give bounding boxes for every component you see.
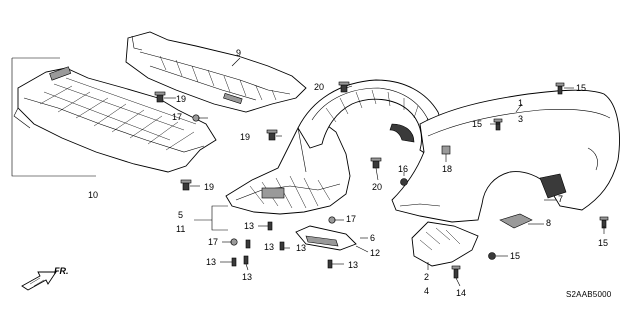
label-part-19-c: 19 [204,182,214,192]
label-part-1: 1 [518,98,523,108]
label-part-15-d: 15 [510,251,520,261]
label-part-7: 7 [558,194,563,204]
label-part-13-b: 13 [296,243,306,253]
label-part-13-f: 13 [264,242,274,252]
label-part-5: 5 [178,210,183,220]
label-part-11: 11 [176,224,185,234]
part-6-bracket [295,225,357,251]
part-number-labels: 9 10 20 19 17 19 19 15 1 3 15 18 16 20 7… [88,48,608,298]
front-direction-label: FR. [54,266,69,276]
label-part-15-c: 15 [598,238,608,248]
label-part-13-c: 13 [206,257,216,267]
part-10-bracket [11,57,96,177]
label-part-3: 3 [518,114,523,124]
label-part-13-d: 13 [242,272,252,282]
leader-lines [164,57,605,287]
label-part-19-a: 19 [176,94,186,104]
label-part-17-c: 17 [208,237,218,247]
label-part-19-b: 19 [240,132,250,142]
drawing-code: S2AAB5000 [566,290,612,299]
label-part-17-b: 17 [346,214,356,224]
part-9-shield [125,31,307,113]
part-1-front-fender [391,89,620,229]
label-part-15-a: 15 [576,83,586,93]
label-part-9: 9 [236,48,241,58]
part-10-under-cover [13,66,217,173]
fasteners [154,81,609,279]
label-part-13-e: 13 [348,260,358,270]
label-part-17-a: 17 [172,112,182,122]
label-part-20-a: 20 [314,82,324,92]
label-part-14: 14 [456,288,466,298]
label-part-4: 4 [424,286,429,296]
label-part-8: 8 [546,218,551,228]
label-part-18: 18 [442,164,452,174]
label-part-16: 16 [398,164,408,174]
label-part-12: 12 [370,248,380,258]
label-part-20-b: 20 [372,182,382,192]
front-direction-arrow: FR. [21,266,69,291]
label-part-6: 6 [370,233,375,243]
label-part-2: 2 [424,272,429,282]
label-part-15-b: 15 [472,119,482,129]
label-part-10: 10 [88,190,98,200]
label-part-13-a: 13 [244,221,254,231]
part-2-bracket [411,221,479,267]
